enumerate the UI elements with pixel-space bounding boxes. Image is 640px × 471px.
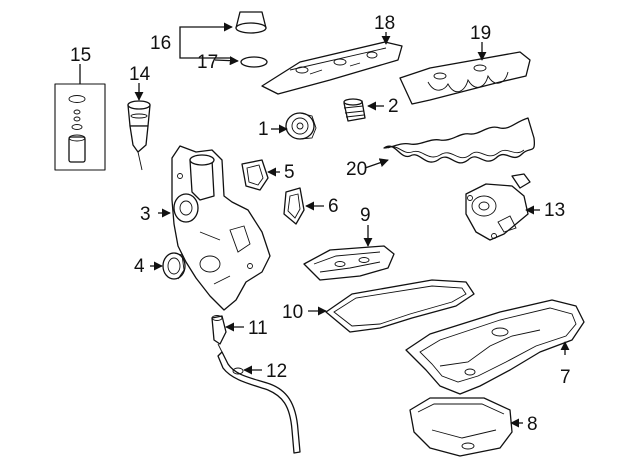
oil-cap [235, 11, 267, 34]
callout-9: 9 [360, 205, 371, 226]
oil-level-sensor [211, 315, 227, 353]
callout-6: 6 [328, 196, 339, 217]
crankshaft-pulley [285, 112, 317, 140]
lower-oil-pan [409, 397, 513, 457]
oil-baffle-plate [303, 245, 395, 281]
callout-7: 7 [560, 367, 571, 388]
callout-15: 15 [70, 45, 91, 66]
callout-1: 1 [258, 119, 269, 140]
callout-5: 5 [284, 162, 295, 183]
callout-10: 10 [282, 302, 303, 323]
front-cover-gasket [241, 159, 269, 191]
callout-13: 13 [544, 200, 565, 221]
callout-12: 12 [266, 361, 287, 382]
front-crank-seal [162, 252, 186, 280]
oil-pump [465, 173, 531, 241]
valve-cover-left [261, 41, 403, 95]
oil-filter-kit [54, 83, 106, 171]
callout-20: 20 [346, 159, 367, 180]
timing-cover [171, 145, 271, 311]
callout-14: 14 [129, 64, 151, 85]
callout-11: 11 [248, 318, 268, 339]
upper-oil-pan [405, 299, 585, 395]
oil-cap-seal [240, 56, 268, 68]
callout-18: 18 [374, 13, 395, 34]
valve-cover-gasket [383, 117, 536, 164]
oil-filler-neck [127, 100, 151, 171]
oil-pan-gasket [325, 279, 475, 333]
cover-seal-gasket [283, 187, 305, 225]
valve-cover-right [399, 51, 531, 105]
callout-3: 3 [140, 204, 151, 225]
callout-19: 19 [470, 23, 491, 44]
callout-2: 2 [388, 96, 399, 117]
callout-16: 16 [150, 33, 171, 54]
callout-8: 8 [527, 414, 538, 435]
dipstick-guide-tube [217, 351, 301, 454]
callout-4: 4 [134, 256, 145, 277]
bellows-grommet [343, 98, 366, 122]
callout-17: 17 [197, 52, 218, 73]
